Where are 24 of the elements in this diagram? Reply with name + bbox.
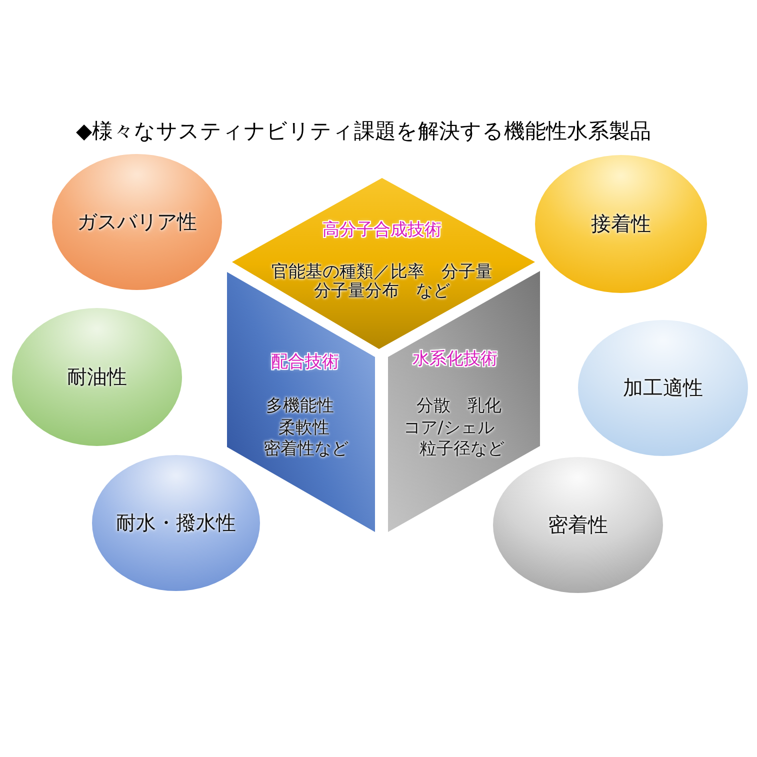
face-text: コア/シェル: [404, 418, 494, 438]
face-text: 粒子径など: [420, 440, 504, 460]
face-heading: 水系化技術: [412, 350, 498, 370]
title: ◆様々なサスティナビリティ課題を解決する機能性水系製品: [76, 119, 652, 144]
ellipse-node: [493, 457, 663, 593]
face-heading: 配合技術: [271, 353, 339, 373]
property-label: 耐水・撥水性: [116, 512, 236, 534]
face-text: 官能基の種類／比率 分子量: [272, 263, 492, 282]
face-text: 多機能性: [266, 397, 334, 417]
property-label: 加工適性: [623, 376, 703, 400]
face-heading: 高分子合成技術: [322, 221, 442, 241]
ellipse-node: [12, 308, 182, 446]
ellipse-node: [52, 154, 222, 290]
property-label: 密着性: [548, 514, 608, 536]
face-text: 分散 乳化: [416, 397, 502, 417]
face-text: 分子量分布 など: [314, 282, 450, 302]
property-label: ガスバリア性: [77, 210, 197, 234]
property-label: 接着性: [591, 212, 651, 236]
face-text: 密着性など: [264, 440, 348, 460]
ellipse-node: [92, 455, 260, 591]
property-label: 耐油性: [67, 366, 127, 388]
face-text: 柔軟性: [278, 418, 330, 438]
ellipse-node: [578, 320, 748, 456]
ellipse-node: [535, 155, 707, 293]
